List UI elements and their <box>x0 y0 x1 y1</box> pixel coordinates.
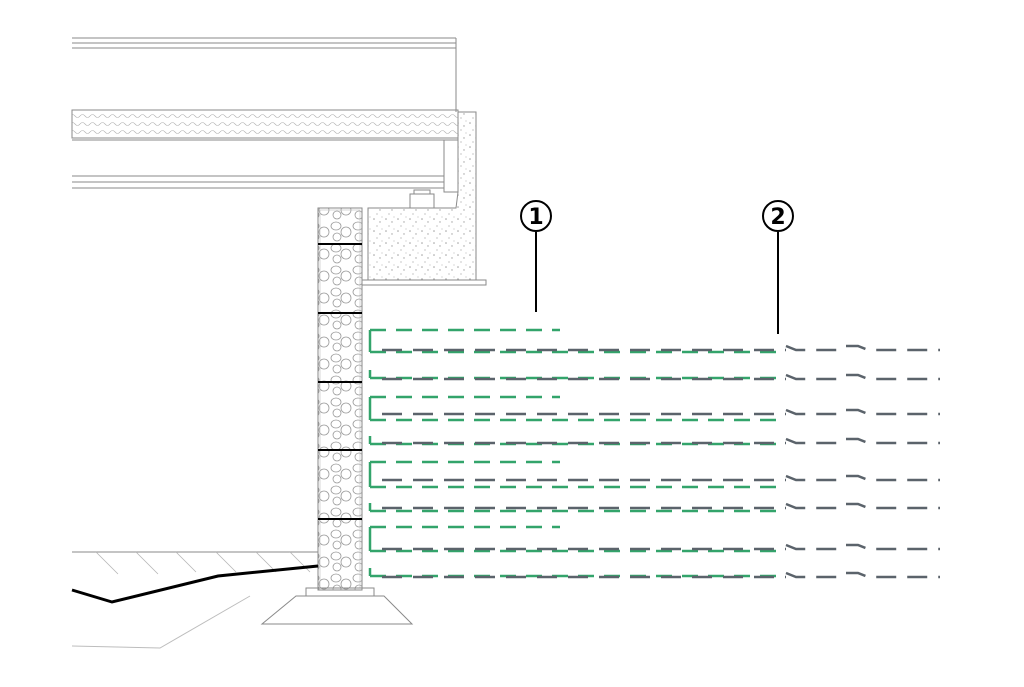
callout-2-label: 2 <box>770 205 785 230</box>
footing <box>260 587 414 625</box>
gray-layer-end <box>846 502 940 510</box>
callout-1: 1 <box>520 200 552 232</box>
gray-layer-step <box>785 344 846 352</box>
ground <box>71 551 319 649</box>
gray-layer-end <box>846 373 940 381</box>
reinforcement-layers <box>368 328 940 579</box>
gray-layer-step <box>785 437 846 445</box>
gray-layer-step <box>785 474 846 482</box>
gray-layer-end <box>846 571 940 579</box>
leader-lines <box>535 232 779 334</box>
gray-layer-step <box>785 543 846 551</box>
gray-layer-end <box>846 543 940 551</box>
gray-layer-end <box>846 344 940 352</box>
ring-beam <box>361 111 487 286</box>
gray-layer-end <box>846 437 940 445</box>
gray-layer-end <box>846 474 940 482</box>
gray-layer-step <box>785 373 846 381</box>
gray-layer-end <box>846 408 940 416</box>
gray-layer-step <box>785 408 846 416</box>
gray-layer-step <box>785 502 846 510</box>
rubble-wall <box>317 207 363 591</box>
callout-2: 2 <box>762 200 794 232</box>
gray-layer-step <box>785 571 846 579</box>
floor-slab <box>71 37 476 193</box>
callout-1-label: 1 <box>528 205 543 230</box>
